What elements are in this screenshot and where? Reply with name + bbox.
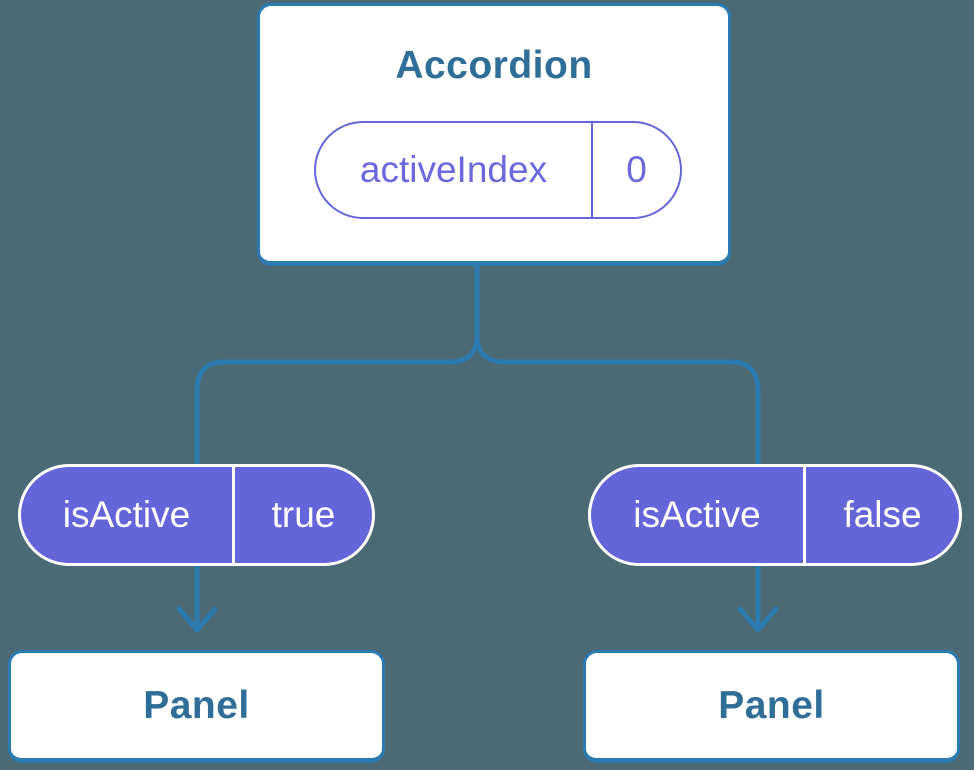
state-pill: activeIndex 0 [314, 121, 682, 219]
panel-title-left: Panel [143, 683, 250, 727]
prop-name-left: isActive [21, 467, 235, 563]
accordion-card: Accordion activeIndex 0 [257, 3, 731, 266]
panel-card-right: Panel [583, 650, 960, 763]
connector-left [194, 264, 480, 629]
prop-pill-right: isActive false [588, 464, 962, 566]
accordion-title: Accordion [395, 44, 593, 87]
state-name: activeIndex [316, 123, 593, 217]
panel-title-right: Panel [718, 683, 825, 727]
arrowhead-right-icon [737, 606, 779, 633]
prop-pill-left: isActive true [18, 464, 375, 566]
prop-name-right: isActive [591, 467, 806, 563]
prop-value-left: true [271, 494, 336, 535]
prop-value-right: false [843, 494, 922, 535]
state-value: 0 [626, 149, 647, 190]
connector-right [474, 264, 761, 629]
arrowhead-left-icon [176, 606, 218, 633]
panel-card-left: Panel [8, 650, 385, 763]
